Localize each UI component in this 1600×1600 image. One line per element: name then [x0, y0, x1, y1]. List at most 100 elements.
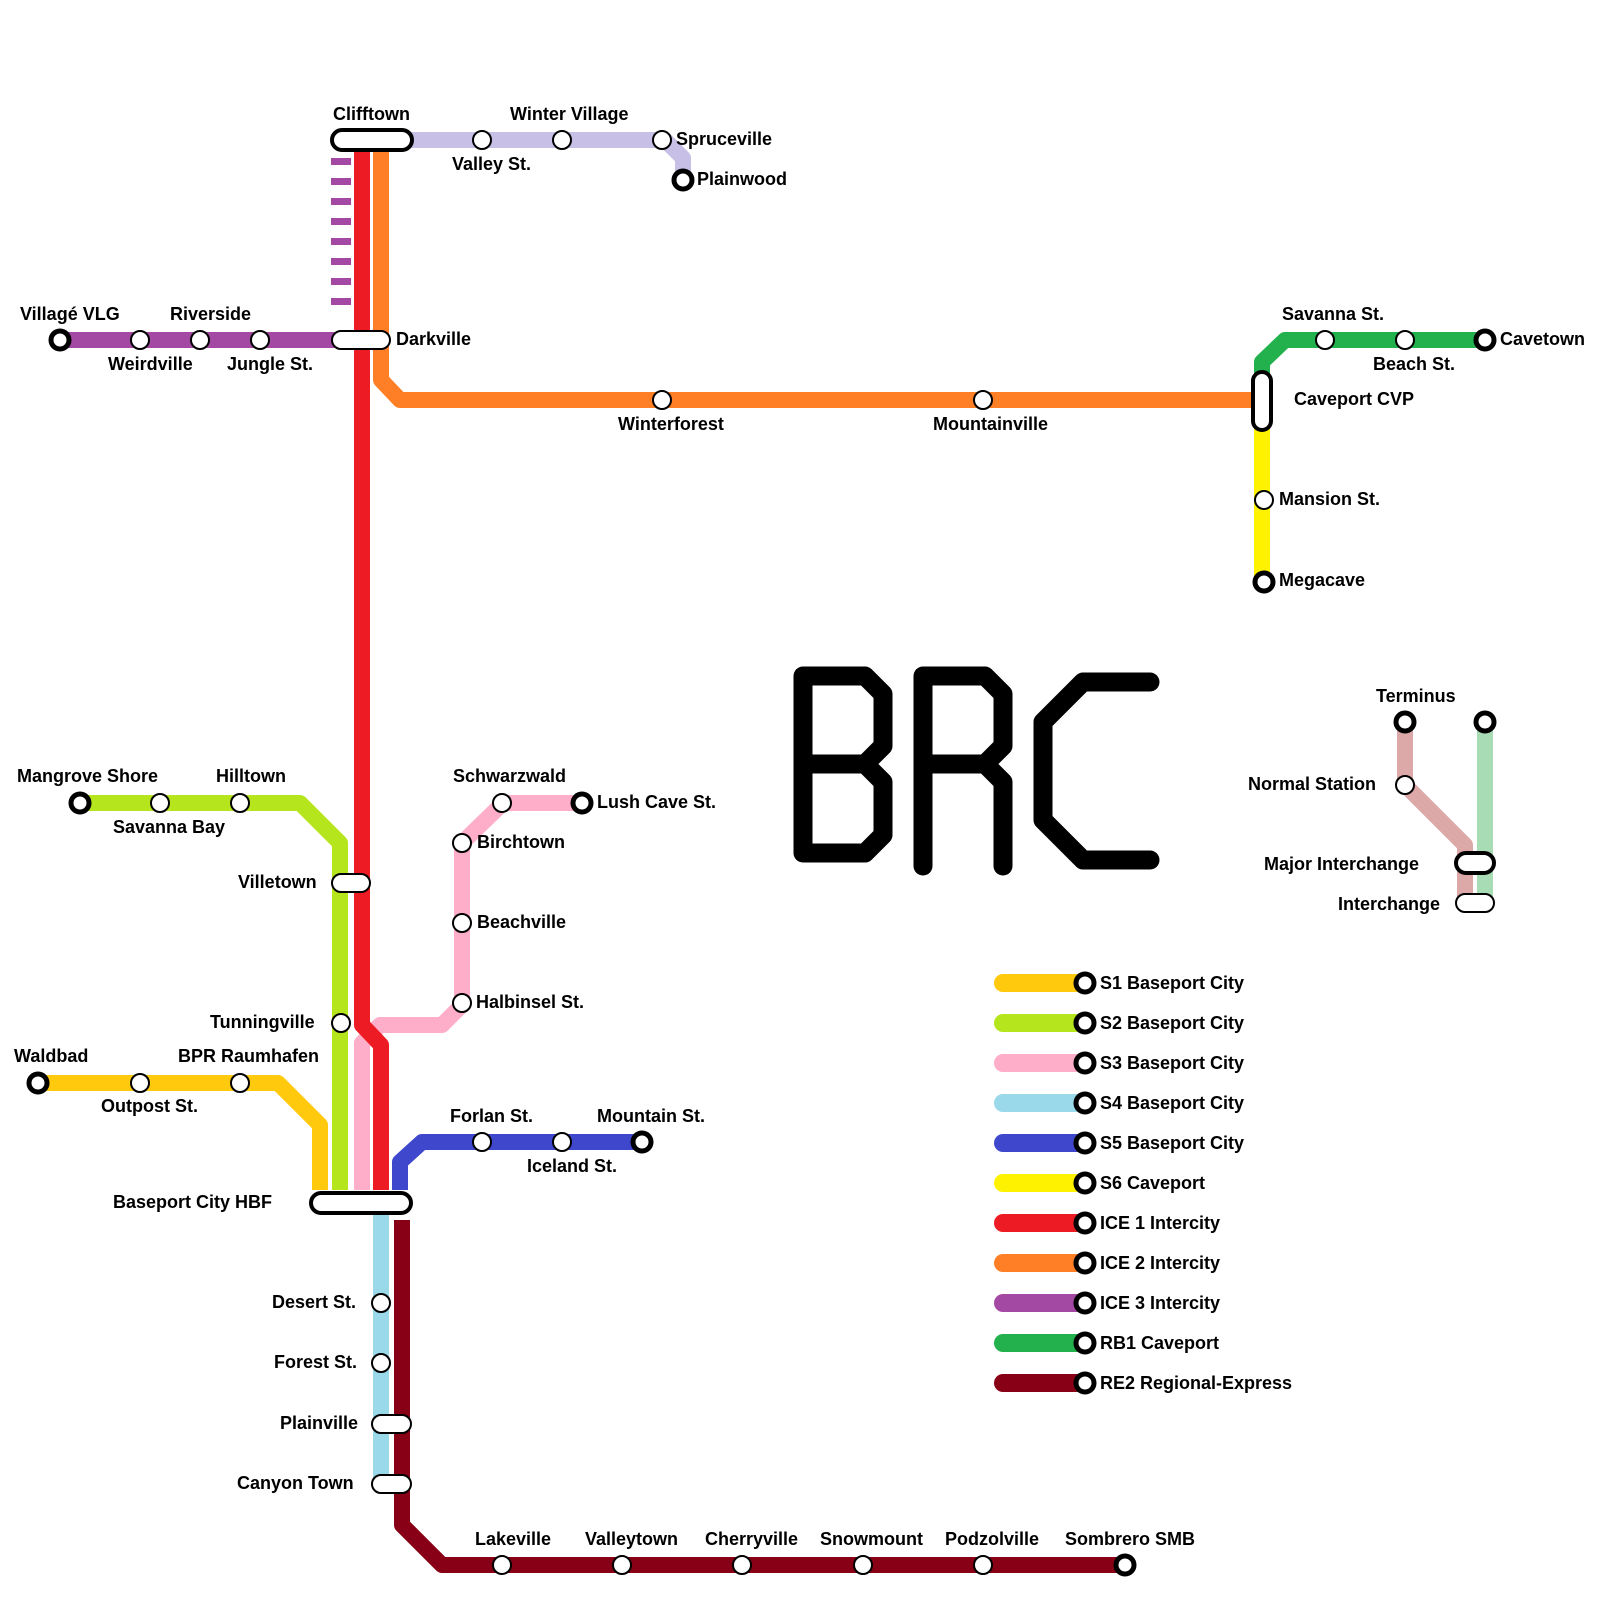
- label-spruceville: Spruceville: [676, 129, 772, 149]
- label-darkville: Darkville: [396, 329, 471, 349]
- label-canyon-town: Canyon Town: [237, 1473, 354, 1493]
- label-mountainville: Mountainville: [933, 414, 1048, 434]
- legend-row-ice-2-intercity: ICE 2 Intercity: [994, 1251, 1220, 1275]
- station-markers: [26, 128, 1497, 1577]
- interchange-clifftown[interactable]: [330, 128, 414, 152]
- station-cherryville[interactable]: [732, 1555, 752, 1575]
- station-schwarzwald[interactable]: [492, 793, 512, 813]
- station-iceland-st[interactable]: [552, 1132, 572, 1152]
- interchange-canyon-town[interactable]: [371, 1474, 412, 1494]
- label-jungle-st: Jungle St.: [227, 354, 313, 374]
- legend-terminus-s1-baseport-city: [1073, 971, 1097, 995]
- station-beach-st[interactable]: [1395, 330, 1415, 350]
- station-savanna-bay[interactable]: [150, 793, 170, 813]
- key-terminus-marker-mint: [1473, 710, 1497, 734]
- legend-terminus-s5-baseport-city: [1073, 1131, 1097, 1155]
- station-bpr-raumhafen[interactable]: [230, 1073, 250, 1093]
- label-lakeville: Lakeville: [475, 1529, 551, 1549]
- terminus-village-vlg[interactable]: [48, 328, 72, 352]
- station-winterforest[interactable]: [652, 390, 672, 410]
- label-schwarzwald: Schwarzwald: [453, 766, 566, 786]
- logo-letter-r: [913, 666, 1013, 876]
- label-valleytown: Valleytown: [585, 1529, 678, 1549]
- station-desert-st[interactable]: [371, 1293, 391, 1313]
- station-mansion-st[interactable]: [1254, 490, 1274, 510]
- station-forest-st[interactable]: [371, 1353, 391, 1373]
- brc-logo: [793, 666, 1160, 876]
- station-tunningville[interactable]: [331, 1013, 351, 1033]
- station-beachville[interactable]: [452, 913, 472, 933]
- legend-label-ice-1-intercity: ICE 1 Intercity: [1100, 1213, 1220, 1233]
- station-podzolville[interactable]: [973, 1555, 993, 1575]
- label-beachville: Beachville: [477, 912, 566, 932]
- legend-terminus-re2-regional-express: [1073, 1371, 1097, 1395]
- label-valley-st: Valley St.: [452, 154, 531, 174]
- line-lavender: [400, 132, 691, 180]
- legend-label-s2-baseport-city: S2 Baseport City: [1100, 1013, 1244, 1033]
- label-savanna-st: Savanna St.: [1282, 304, 1384, 324]
- logo-letter-b: [793, 666, 893, 863]
- terminus-lush-cave-st[interactable]: [570, 791, 594, 815]
- label-plainwood: Plainwood: [697, 169, 787, 189]
- key-terminus-marker: [1393, 710, 1417, 734]
- label-winterforest: Winterforest: [618, 414, 724, 434]
- station-riverside[interactable]: [190, 330, 210, 350]
- station-valleytown[interactable]: [612, 1555, 632, 1575]
- station-spruceville[interactable]: [652, 130, 672, 150]
- legend-row-s6-caveport: S6 Caveport: [994, 1171, 1205, 1195]
- label-cavetown: Cavetown: [1500, 329, 1585, 349]
- legend-terminus-ice-3-intercity: [1073, 1291, 1097, 1315]
- key-label-terminus: Terminus: [1376, 686, 1456, 706]
- station-savanna-st[interactable]: [1315, 330, 1335, 350]
- legend-terminus-s6-caveport: [1073, 1171, 1097, 1195]
- legend-row-s5-baseport-city: S5 Baseport City: [994, 1131, 1244, 1155]
- station-halbinsel-st[interactable]: [452, 993, 472, 1013]
- legend-label-s3-baseport-city: S3 Baseport City: [1100, 1053, 1244, 1073]
- legend-row-s4-baseport-city: S4 Baseport City: [994, 1091, 1244, 1115]
- label-forlan-st: Forlan St.: [450, 1106, 533, 1126]
- station-forlan-st[interactable]: [472, 1132, 492, 1152]
- label-villetown: Villetown: [238, 872, 317, 892]
- label-weirdville: Weirdville: [108, 354, 193, 374]
- station-winter-village[interactable]: [552, 130, 572, 150]
- legend-label-s4-baseport-city: S4 Baseport City: [1100, 1093, 1244, 1113]
- interchange-darkville[interactable]: [331, 330, 391, 350]
- terminus-mountain-st[interactable]: [630, 1130, 654, 1154]
- station-weirdville[interactable]: [130, 330, 150, 350]
- interchange-baseport-city-hbf[interactable]: [309, 1191, 413, 1215]
- label-forest-st: Forest St.: [274, 1352, 357, 1372]
- line-s2: [80, 795, 348, 1190]
- terminus-sombrero-smb[interactable]: [1113, 1553, 1137, 1577]
- interchange-caveport-cvp[interactable]: [1251, 370, 1273, 432]
- terminus-mangrove-shore[interactable]: [68, 791, 92, 815]
- terminus-plainwood[interactable]: [671, 168, 695, 192]
- terminus-megacave[interactable]: [1252, 570, 1276, 594]
- label-cherryville: Cherryville: [705, 1529, 798, 1549]
- legend-terminus-ice-1-intercity: [1073, 1211, 1097, 1235]
- interchange-villetown[interactable]: [331, 873, 371, 893]
- line-re2: [394, 1220, 1125, 1573]
- station-birchtown[interactable]: [452, 833, 472, 853]
- legend-terminus-ice-2-intercity: [1073, 1251, 1097, 1275]
- terminus-waldbad[interactable]: [26, 1071, 50, 1095]
- terminus-cavetown[interactable]: [1473, 328, 1497, 352]
- line-s5: [392, 1134, 642, 1190]
- station-snowmount[interactable]: [853, 1555, 873, 1575]
- station-valley-st[interactable]: [472, 130, 492, 150]
- legend-label-rb1-caveport: RB1 Caveport: [1100, 1333, 1219, 1353]
- legend-row-ice-3-intercity: ICE 3 Intercity: [994, 1291, 1220, 1315]
- station-hilltown[interactable]: [230, 793, 250, 813]
- station-jungle-st[interactable]: [250, 330, 270, 350]
- station-lakeville[interactable]: [492, 1555, 512, 1575]
- label-birchtown: Birchtown: [477, 832, 565, 852]
- label-outpost-st: Outpost St.: [101, 1096, 198, 1116]
- interchange-plainville[interactable]: [371, 1414, 412, 1434]
- station-outpost-st[interactable]: [130, 1073, 150, 1093]
- station-mountainville[interactable]: [973, 390, 993, 410]
- key-major-interchange-marker: [1454, 851, 1496, 875]
- legend-row-s3-baseport-city: S3 Baseport City: [994, 1051, 1244, 1075]
- legend-terminus-s3-baseport-city: [1073, 1051, 1097, 1075]
- label-riverside: Riverside: [170, 304, 251, 324]
